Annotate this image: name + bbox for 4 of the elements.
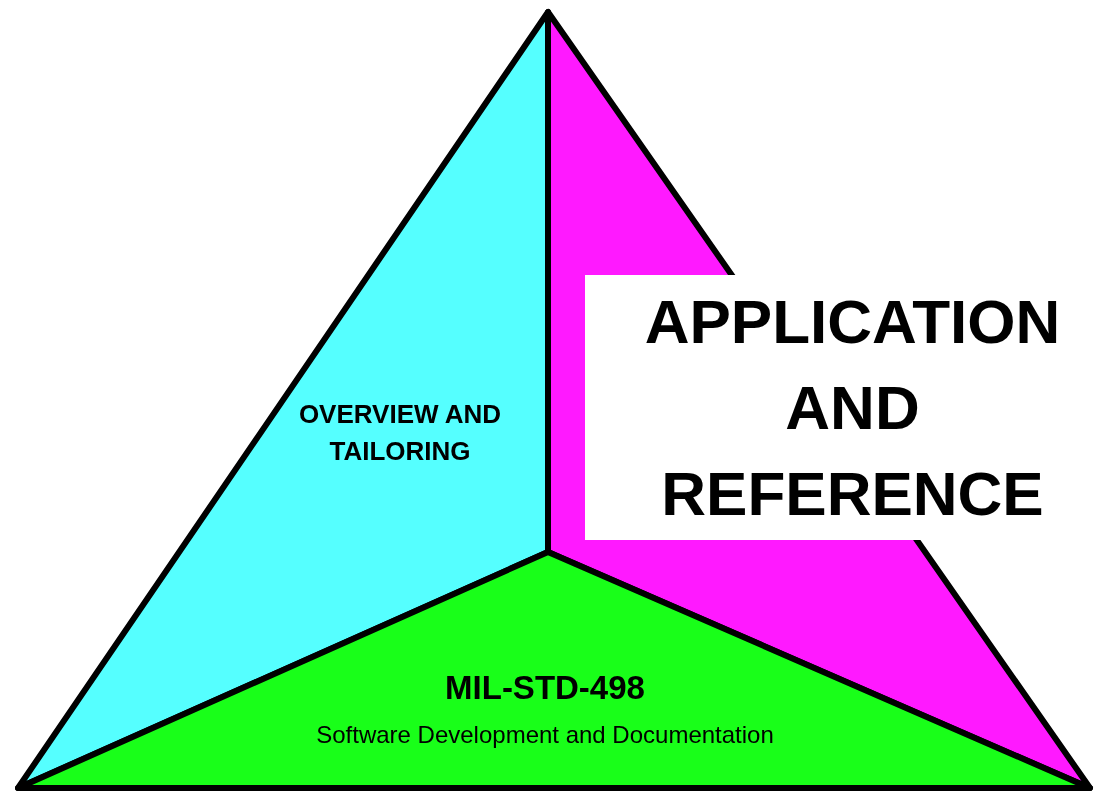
region-title: OVERVIEW AND TAILORING [297,398,503,468]
region-title: APPLICATION AND REFERENCE [643,285,1062,530]
region-title: MIL-STD-498 [445,668,645,708]
region-subtitle: Software Development and Documentation [316,720,774,750]
